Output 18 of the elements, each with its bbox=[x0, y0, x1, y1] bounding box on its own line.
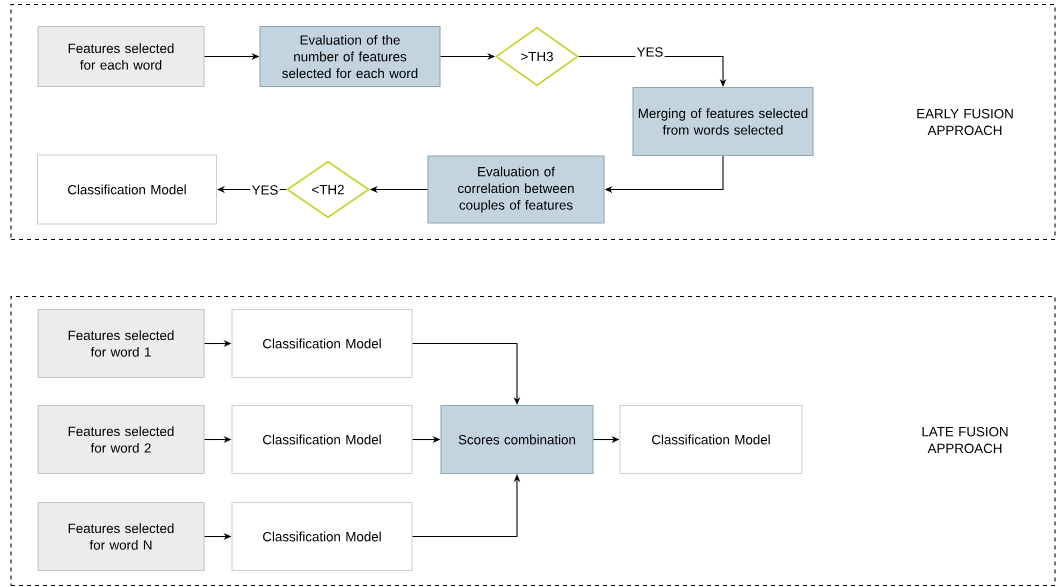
process-box: Merging of features selected from words selected bbox=[632, 86, 814, 157]
process-box: Features selected for word N bbox=[37, 501, 205, 572]
section-label: EARLY FUSION APPROACH bbox=[917, 108, 1013, 136]
edge-label: YES bbox=[250, 183, 280, 197]
process-box: Classification Model bbox=[231, 501, 413, 572]
process-box: Classification Model bbox=[231, 404, 413, 475]
section-label: LATE FUSION APPROACH bbox=[922, 426, 1008, 454]
edge-label: YES bbox=[635, 45, 665, 59]
process-box: Classification Model bbox=[36, 154, 218, 225]
arrow bbox=[412, 342, 521, 405]
process-box: Evaluation of the number of features selected for each word bbox=[259, 25, 441, 88]
process-box: Features selected for each word bbox=[37, 25, 205, 88]
process-box: Features selected for word 1 bbox=[37, 308, 205, 379]
process-box: Features selected for word 2 bbox=[37, 404, 205, 475]
process-box: Evaluation of correlation between couples of features bbox=[427, 155, 605, 224]
process-box: Classification Model bbox=[619, 404, 803, 475]
process-box: Scores combination bbox=[440, 404, 594, 475]
process-box: Classification Model bbox=[231, 308, 413, 379]
